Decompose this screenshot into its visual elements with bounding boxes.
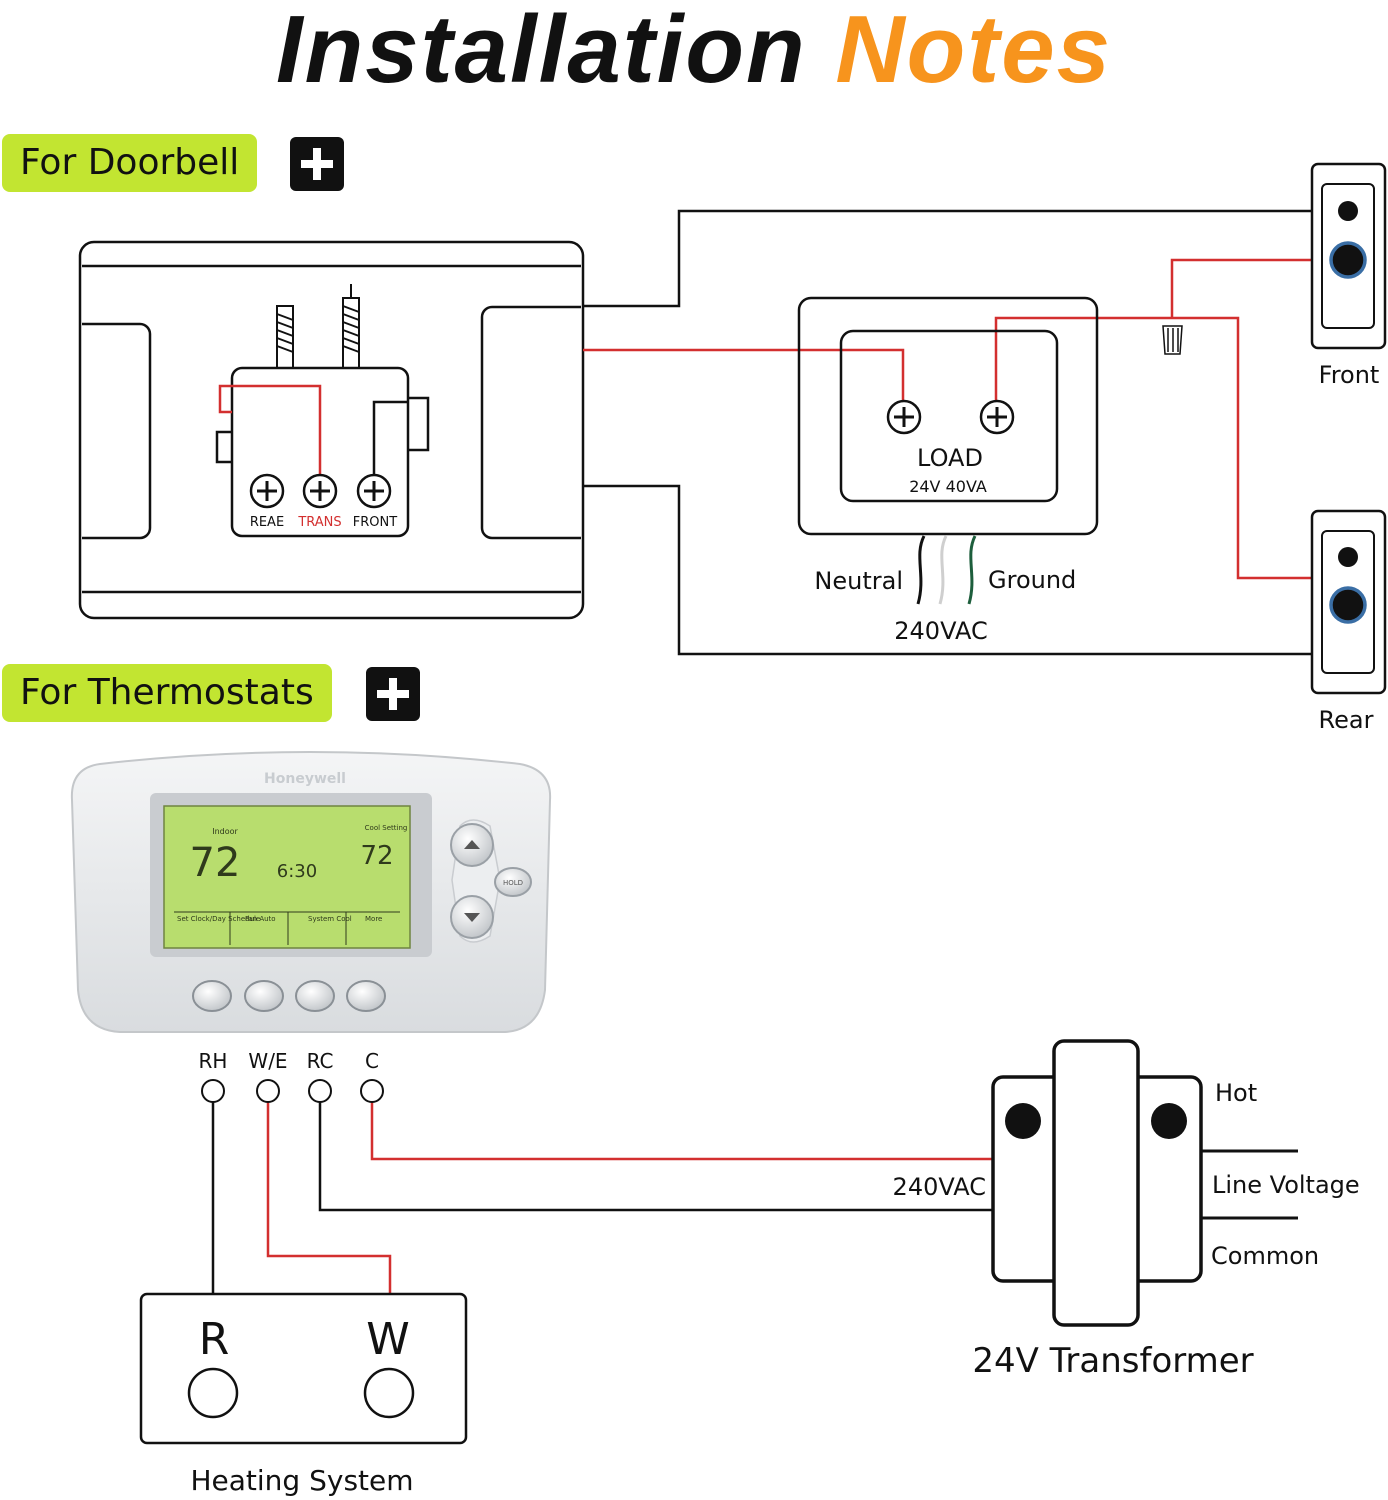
doorbell-plus-icon xyxy=(290,137,344,191)
heating-system-box xyxy=(139,1292,468,1445)
chevron-up-icon xyxy=(464,840,480,849)
wire-we-to-w xyxy=(266,1102,392,1294)
lcd-menu-1: Set Clock/Day Schedule xyxy=(177,915,260,923)
front-button xyxy=(1310,162,1387,350)
chime-plungers xyxy=(276,284,360,369)
wire-nut-icon xyxy=(1162,325,1183,355)
heating-terminal-w xyxy=(363,1367,415,1419)
soft-button-4[interactable] xyxy=(346,980,386,1012)
doorbell-transformer xyxy=(797,296,1099,536)
soft-button-1[interactable] xyxy=(192,980,232,1012)
thermostat-device: Honeywell Indoor 72 6:30 Cool Setting 72… xyxy=(70,751,552,1033)
wire-red-rear xyxy=(994,316,1312,580)
lcd-indoor-label: Indoor xyxy=(212,827,238,836)
page-title: Installation Notes xyxy=(0,0,1388,100)
transformer-rating: 24V 40VA xyxy=(909,477,987,496)
common-label: Common xyxy=(1211,1242,1319,1270)
terminal-we-label: W/E xyxy=(248,1049,287,1073)
neutral-label: Neutral xyxy=(814,567,903,595)
chime-front-wire xyxy=(372,400,408,478)
terminal-c-label: C xyxy=(365,1049,379,1073)
transformer-terminals xyxy=(886,399,1015,435)
ground-label: Ground xyxy=(988,566,1076,594)
doorbell-supply-voltage: 240VAC xyxy=(894,617,987,645)
lcd-setting-temp: 72 xyxy=(360,841,393,871)
chime-terminal-3-label: FRONT xyxy=(353,515,397,530)
lcd-menu-2: Fan Auto xyxy=(245,915,276,923)
rear-button xyxy=(1310,509,1387,695)
white-wire xyxy=(938,535,948,605)
thermostats-plus-icon xyxy=(366,667,420,721)
heating-system-label: Heating System xyxy=(190,1464,413,1497)
chevron-down-icon xyxy=(464,913,480,922)
wire-c-to-transformer xyxy=(370,1102,994,1161)
wire-to-front xyxy=(583,209,1312,308)
thermostat-brand: Honeywell xyxy=(264,771,346,787)
ground-wire xyxy=(967,535,977,605)
load-label: LOAD xyxy=(917,444,983,472)
wire-red-trans xyxy=(583,348,905,402)
hot-label: Hot xyxy=(1215,1079,1257,1107)
heating-terminal-r xyxy=(187,1367,239,1419)
line-voltage-label: Line Voltage xyxy=(1212,1171,1360,1199)
heating-terminal-r-label: R xyxy=(199,1314,230,1365)
rear-button-label: Rear xyxy=(1319,706,1374,734)
soft-button-2[interactable] xyxy=(244,980,284,1012)
thermostats-section-label: For Thermostats xyxy=(2,664,332,722)
chime-terminal-1-label: REAE xyxy=(250,515,284,530)
thermostat-terminals xyxy=(201,1079,384,1103)
transformer-title: 24V Transformer xyxy=(972,1341,1253,1381)
doorbell-section-label: For Doorbell xyxy=(2,134,258,192)
chime-terminal-2-label: TRANS xyxy=(297,515,341,530)
hold-button[interactable] xyxy=(494,867,532,897)
thermostat-supply-voltage: 240VAC xyxy=(893,1173,986,1201)
terminal-rc-label: RC xyxy=(307,1049,334,1073)
lcd-menu-4: More xyxy=(365,915,382,923)
chime-housing xyxy=(78,240,585,620)
transformer-terminal-left xyxy=(1005,1103,1041,1139)
title-word-1: Installation xyxy=(275,0,807,103)
chime-trans-wire xyxy=(218,384,322,478)
thermostat-lcd xyxy=(163,805,411,949)
transformer-terminal-right xyxy=(1151,1103,1187,1139)
lcd-time: 6:30 xyxy=(277,861,317,882)
hold-button-label: HOLD xyxy=(503,879,523,887)
wire-rc-to-transformer xyxy=(318,1102,994,1212)
lcd-setting-label: Cool Setting xyxy=(365,824,408,832)
neutral-wire xyxy=(916,535,926,605)
wire-red-front xyxy=(1170,258,1312,318)
title-word-2: Notes xyxy=(835,0,1113,103)
lcd-indoor-temp: 72 xyxy=(190,840,241,886)
lcd-menu-3: System Cool xyxy=(308,915,352,923)
wire-to-rear xyxy=(583,484,1312,656)
terminal-rh-label: RH xyxy=(199,1049,228,1073)
heating-terminal-w-label: W xyxy=(366,1314,410,1365)
chime-terminals xyxy=(249,473,392,509)
thermostat-transformer xyxy=(991,1039,1203,1327)
soft-button-3[interactable] xyxy=(295,980,335,1012)
front-button-label: Front xyxy=(1319,361,1380,389)
